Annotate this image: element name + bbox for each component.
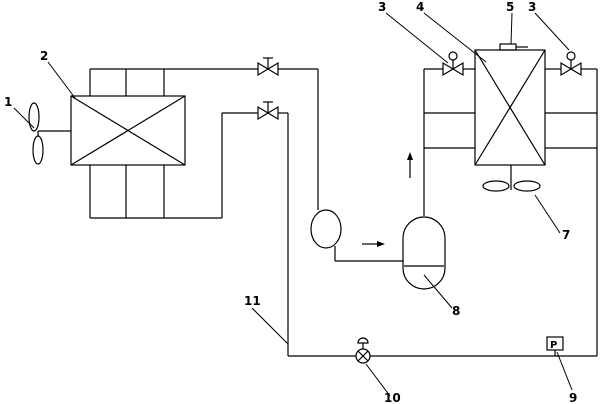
leader-lines xyxy=(13,12,573,397)
label-1: 1 xyxy=(4,95,12,109)
flow-arrow-right xyxy=(362,241,385,247)
indoor-left-pipes xyxy=(423,68,475,149)
label-5: 5 xyxy=(506,0,514,14)
receiver-8 xyxy=(402,148,446,290)
flow-arrow-up xyxy=(407,152,413,178)
pressure-gauge-9: P xyxy=(546,336,564,356)
top-component-5 xyxy=(499,43,528,51)
label-10: 10 xyxy=(384,391,401,404)
outdoor-heat-exchanger-2 xyxy=(70,68,258,219)
label-3-left: 3 xyxy=(378,0,386,14)
indoor-fan-7 xyxy=(482,165,541,192)
pressure-gauge-symbol: P xyxy=(550,340,557,351)
stop-valve-upper xyxy=(257,57,318,77)
indoor-right-pipes xyxy=(545,68,598,149)
label-9: 9 xyxy=(569,391,577,404)
label-4: 4 xyxy=(416,0,424,14)
label-7: 7 xyxy=(562,228,570,242)
label-2: 2 xyxy=(40,49,48,63)
label-8: 8 xyxy=(452,304,460,318)
valve-3-left xyxy=(442,51,464,77)
fan-1 xyxy=(28,102,71,165)
valve-3-right xyxy=(560,51,582,77)
label-11: 11 xyxy=(244,294,261,308)
label-3-right: 3 xyxy=(528,0,536,14)
suction-line xyxy=(310,69,403,262)
stop-valve-lower xyxy=(257,101,288,121)
liquid-line-11 xyxy=(287,113,598,357)
throttle-valve-10 xyxy=(355,337,371,364)
indoor-heat-exchanger-4 xyxy=(474,49,546,166)
